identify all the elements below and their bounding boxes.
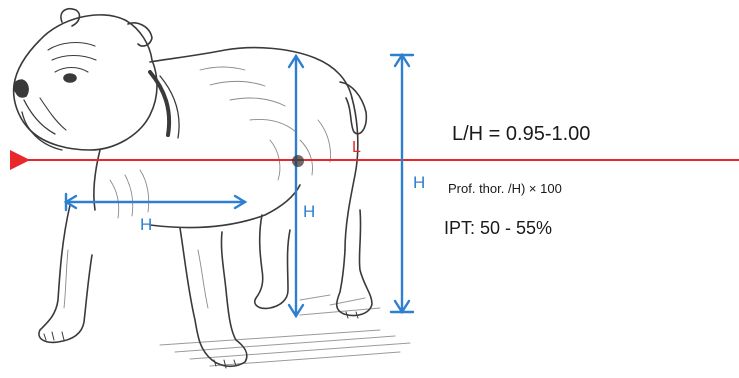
red-l-label: L: [352, 139, 361, 156]
dog-ear-right: [127, 22, 153, 47]
dog-belly: [149, 184, 301, 229]
dog-eye: [63, 73, 77, 83]
dog-front-leg-right: [179, 227, 248, 368]
blue-measure-lines: [63, 52, 415, 319]
blue-h-body-label: H: [140, 215, 152, 234]
dog-nose: [13, 79, 29, 98]
dog-chest: [93, 149, 101, 211]
dog-tail: [339, 81, 368, 135]
ratio-formula: L/H = 0.95-1.00: [452, 123, 590, 145]
body-shading: [63, 66, 331, 309]
dog-front-leg-left: [38, 204, 93, 344]
thoracic-formula: Prof. thor. /H) × 100: [448, 181, 562, 196]
dog-collar: [148, 70, 172, 137]
blue-h-vertical-label: H: [303, 202, 315, 221]
blue-h-right-label: H: [413, 173, 425, 192]
ipt-formula: IPT: 50 - 55%: [444, 218, 552, 238]
bulldog-sketch-icon: [12, 7, 411, 369]
thoracic-point-marker: [292, 155, 304, 167]
dog-back: [149, 46, 353, 99]
dog-head: [12, 14, 158, 151]
dog-ear-left: [60, 7, 81, 27]
dog-hind-leg-left: [254, 214, 291, 310]
dog-hind-leg-right: [335, 209, 373, 317]
